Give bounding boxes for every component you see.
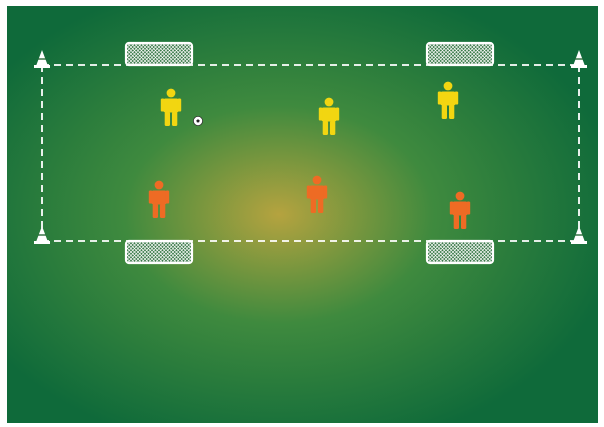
soccer-ball-icon (193, 116, 202, 125)
goal-top-right (427, 43, 493, 65)
training-pitch (7, 6, 598, 423)
goal-bottom-left (126, 241, 192, 263)
grass-surface (7, 6, 598, 423)
goal-top-left (126, 43, 192, 65)
goal-bottom-right (427, 241, 493, 263)
